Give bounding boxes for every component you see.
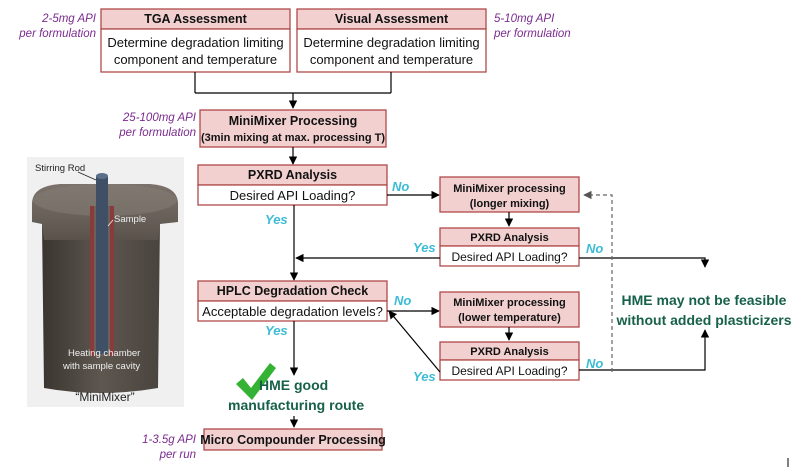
label-yes-1: Yes xyxy=(265,212,288,227)
dashed-feedback-loop xyxy=(583,190,613,372)
svg-text:25-100mg API: 25-100mg API xyxy=(122,112,197,124)
note-compounder-api: 1-3.5g API per run xyxy=(142,434,197,461)
outcome-good: HME good manufacturing route xyxy=(228,363,364,413)
merge-connector xyxy=(194,72,392,94)
svg-text:HME may not be feasible: HME may not be feasible xyxy=(622,292,787,308)
svg-text:per formulation: per formulation xyxy=(493,28,571,40)
svg-text:Heating chamber: Heating chamber xyxy=(68,348,140,359)
svg-text:component and temperature: component and temperature xyxy=(310,52,473,67)
pxrd-analysis-box: PXRD Analysis Desired API Loading? xyxy=(197,164,388,206)
minimixer-longer-box: MiniMixer processing (longer mixing) xyxy=(439,176,580,213)
svg-text:Micro Compounder Processing: Micro Compounder Processing xyxy=(200,433,385,447)
arrow-pxrd-b-no xyxy=(579,329,710,371)
tga-assessment-box: TGA Assessment Determine degradation lim… xyxy=(100,8,291,73)
svg-text:HME good: HME good xyxy=(259,377,328,393)
svg-text:Stirring Rod: Stirring Rod xyxy=(35,163,85,174)
svg-text:MiniMixer processing: MiniMixer processing xyxy=(453,297,565,309)
svg-text:per formulation: per formulation xyxy=(18,28,96,40)
pxrd-analysis-a-box: PXRD Analysis Desired API Loading? xyxy=(439,227,580,267)
visual-title: Visual Assessment xyxy=(335,12,449,26)
svg-text:without added plasticizers: without added plasticizers xyxy=(615,312,791,328)
pxrd-analysis-b-box: PXRD Analysis Desired API Loading? xyxy=(439,341,580,381)
svg-text:Desired API Loading?: Desired API Loading? xyxy=(230,188,356,203)
svg-text:Sample: Sample xyxy=(114,214,146,225)
label-yes-4: Yes xyxy=(413,369,436,384)
label-yes-2: Yes xyxy=(413,240,436,255)
svg-text:per run: per run xyxy=(159,449,196,461)
svg-text:Determine degradation limiting: Determine degradation limiting xyxy=(107,35,283,50)
svg-text:with sample cavity: with sample cavity xyxy=(62,361,140,372)
svg-text:PXRD Analysis: PXRD Analysis xyxy=(248,168,337,182)
svg-text:Acceptable degradation levels?: Acceptable degradation levels? xyxy=(202,304,383,319)
svg-text:MiniMixer Processing: MiniMixer Processing xyxy=(229,114,358,128)
note-minimixer-api: 25-100mg API per formulation xyxy=(118,112,197,139)
minimixer-figure: Stirring Rod Sample Heating chamber with… xyxy=(27,157,184,407)
label-yes-3: Yes xyxy=(265,323,288,338)
svg-text:5-10mg API: 5-10mg API xyxy=(494,13,555,25)
svg-text:(longer mixing): (longer mixing) xyxy=(470,198,550,210)
svg-text:Desired API Loading?: Desired API Loading? xyxy=(451,364,567,378)
label-no-1: No xyxy=(392,179,409,194)
note-visual-api: 5-10mg API per formulation xyxy=(493,13,571,40)
arrow-pxrd-a-no xyxy=(579,257,710,268)
svg-text:2-5mg API: 2-5mg API xyxy=(41,13,97,25)
label-no-2: No xyxy=(586,241,603,256)
outcome-not-feasible: HME may not be feasible without added pl… xyxy=(615,292,791,328)
svg-text:PXRD Analysis: PXRD Analysis xyxy=(470,232,548,244)
svg-text:Desired API Loading?: Desired API Loading? xyxy=(451,250,567,264)
svg-text:PXRD Analysis: PXRD Analysis xyxy=(470,346,548,358)
svg-text:1-3.5g API: 1-3.5g API xyxy=(142,434,197,446)
svg-text:Determine degradation limiting: Determine degradation limiting xyxy=(303,35,479,50)
micro-compounder-box: Micro Compounder Processing xyxy=(200,428,386,451)
tga-title: TGA Assessment xyxy=(144,12,247,26)
minimixer-lower-box: MiniMixer processing (lower temperature) xyxy=(439,291,580,328)
note-tga-api: 2-5mg API per formulation xyxy=(18,13,97,40)
arrow-pxrd-b-yes xyxy=(388,310,441,373)
svg-text:HPLC Degradation Check: HPLC Degradation Check xyxy=(217,284,368,298)
minimixer-caption: “MiniMixer” xyxy=(75,390,134,404)
svg-text:component and temperature: component and temperature xyxy=(114,52,277,67)
svg-text:per formulation: per formulation xyxy=(118,127,196,139)
minimixer-processing-box: MiniMixer Processing (3min mixing at max… xyxy=(199,109,387,148)
svg-text:(3min mixing at max. processin: (3min mixing at max. processing T) xyxy=(201,132,385,144)
svg-text:manufacturing route: manufacturing route xyxy=(228,397,364,413)
hplc-degradation-box: HPLC Degradation Check Acceptable degrad… xyxy=(197,280,388,322)
visual-assessment-box: Visual Assessment Determine degradation … xyxy=(296,8,487,73)
label-no-3: No xyxy=(394,293,411,308)
label-no-4: No xyxy=(586,356,603,371)
stirring-rod xyxy=(96,176,108,354)
svg-text:MiniMixer processing: MiniMixer processing xyxy=(453,183,565,195)
svg-text:(lower temperature): (lower temperature) xyxy=(458,312,561,324)
checkmark-icon xyxy=(236,363,276,400)
